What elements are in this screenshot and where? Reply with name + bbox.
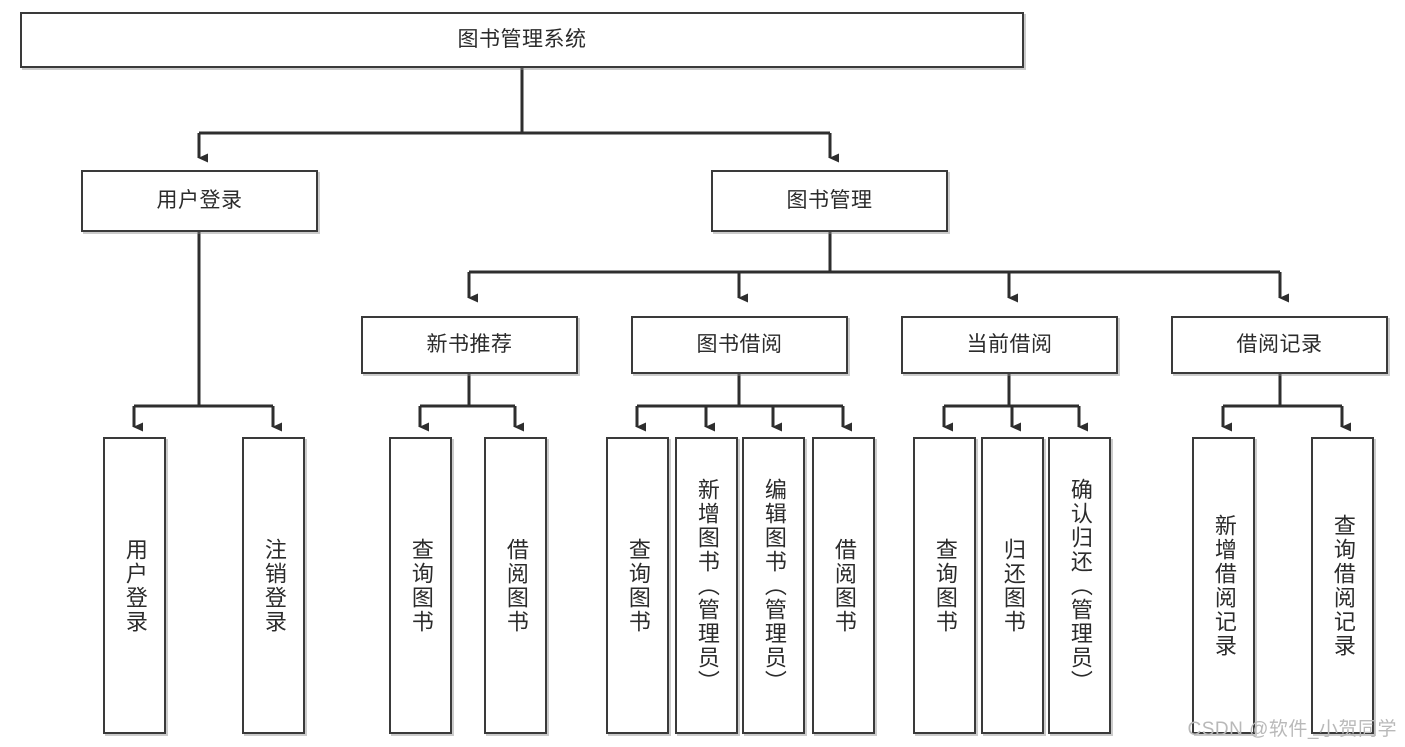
node-leaf-edit-book[interactable]: 编辑图书（管理员） <box>742 437 805 734</box>
node-leaf-return-book-label: 归还图书 <box>1000 537 1026 634</box>
node-book-borrow[interactable]: 图书借阅 <box>631 316 848 374</box>
node-user-login[interactable]: 用户登录 <box>81 170 318 232</box>
node-leaf-user-login-label: 用户登录 <box>122 537 148 634</box>
node-leaf-add-record[interactable]: 新增借阅记录 <box>1192 437 1255 734</box>
node-book-borrow-label: 图书借阅 <box>696 333 783 357</box>
node-leaf-logout-login-label: 注销登录 <box>261 537 287 634</box>
node-borrow-record-label: 借阅记录 <box>1236 333 1323 357</box>
node-leaf-add-record-label: 新增借阅记录 <box>1211 513 1237 658</box>
node-leaf-user-login[interactable]: 用户登录 <box>103 437 166 734</box>
node-leaf-query-book-1[interactable]: 查询图书 <box>389 437 452 734</box>
node-leaf-edit-book-label: 编辑图书（管理员） <box>761 477 787 694</box>
node-leaf-query-book-3-label: 查询图书 <box>932 537 958 634</box>
node-leaf-query-book-2[interactable]: 查询图书 <box>606 437 669 734</box>
node-leaf-add-book[interactable]: 新增图书（管理员） <box>675 437 738 734</box>
node-current-borrow-label: 当前借阅 <box>966 333 1053 357</box>
node-leaf-query-book-2-label: 查询图书 <box>625 537 651 634</box>
node-leaf-query-record[interactable]: 查询借阅记录 <box>1311 437 1374 734</box>
node-leaf-borrow-book-2[interactable]: 借阅图书 <box>812 437 875 734</box>
node-leaf-return-book[interactable]: 归还图书 <box>981 437 1044 734</box>
node-leaf-logout-login[interactable]: 注销登录 <box>242 437 305 734</box>
node-root[interactable]: 图书管理系统 <box>20 12 1024 68</box>
node-leaf-confirm-return-label: 确认归还（管理员） <box>1067 477 1093 694</box>
node-new-book-recommend-label: 新书推荐 <box>426 333 513 357</box>
node-user-login-label: 用户登录 <box>156 189 243 213</box>
node-leaf-borrow-book-2-label: 借阅图书 <box>831 537 857 634</box>
node-book-manage-label: 图书管理 <box>786 189 873 213</box>
node-leaf-query-book-1-label: 查询图书 <box>408 537 434 634</box>
node-leaf-query-book-3[interactable]: 查询图书 <box>913 437 976 734</box>
node-leaf-query-record-label: 查询借阅记录 <box>1330 513 1356 658</box>
node-borrow-record[interactable]: 借阅记录 <box>1171 316 1388 374</box>
node-root-label: 图书管理系统 <box>457 28 587 52</box>
node-leaf-borrow-book-1-label: 借阅图书 <box>503 537 529 634</box>
node-leaf-add-book-label: 新增图书（管理员） <box>694 477 720 694</box>
node-leaf-borrow-book-1[interactable]: 借阅图书 <box>484 437 547 734</box>
node-new-book-recommend[interactable]: 新书推荐 <box>361 316 578 374</box>
node-leaf-confirm-return[interactable]: 确认归还（管理员） <box>1048 437 1111 734</box>
node-book-manage[interactable]: 图书管理 <box>711 170 948 232</box>
node-current-borrow[interactable]: 当前借阅 <box>901 316 1118 374</box>
